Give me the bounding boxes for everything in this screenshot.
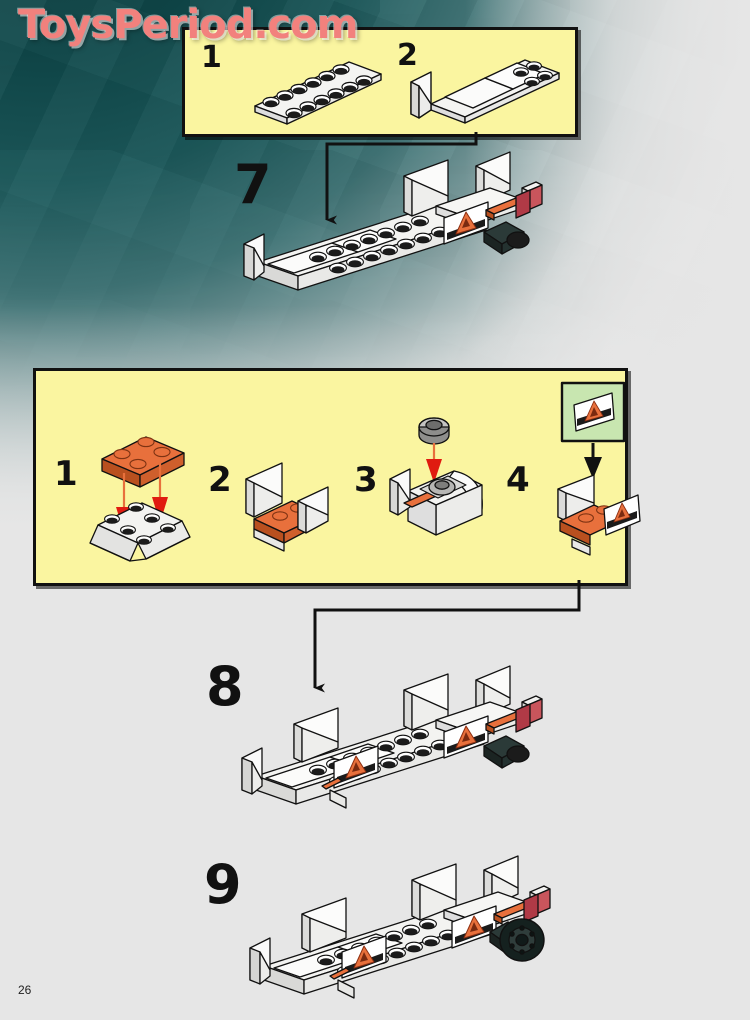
substep2-label-2: 2 bbox=[208, 460, 232, 500]
parts-box-middle: 1 bbox=[33, 368, 641, 586]
part-plate-assembly-white bbox=[410, 59, 560, 124]
connector-box1-to-step7 bbox=[325, 132, 478, 225]
substep2-label-4: 4 bbox=[506, 460, 530, 500]
step-8-assembly bbox=[241, 665, 543, 809]
part-sticker-application bbox=[557, 381, 641, 556]
part-round-element-gray bbox=[389, 417, 483, 536]
parts-box-top: 1 bbox=[182, 27, 578, 137]
part-wall-assembly-white-orange bbox=[245, 462, 329, 552]
connector-box2-to-step8 bbox=[313, 580, 581, 693]
step-number-8: 8 bbox=[206, 655, 244, 718]
part-plate-2x8-white bbox=[254, 61, 382, 125]
step-7-assembly bbox=[243, 151, 543, 291]
step-number-9: 9 bbox=[204, 853, 242, 916]
watermark-toysperiod: ToysPeriod.com bbox=[18, 2, 358, 48]
substep-label-2: 2 bbox=[397, 38, 418, 73]
step-number-7: 7 bbox=[234, 153, 272, 216]
step-9-assembly bbox=[249, 855, 551, 999]
substep2-label-1: 1 bbox=[54, 454, 78, 494]
page-number: 26 bbox=[18, 983, 32, 997]
part-plate-2x2-orange-onto-slope bbox=[89, 436, 191, 562]
substep-label-1: 1 bbox=[201, 40, 222, 75]
substep2-label-3: 3 bbox=[354, 460, 378, 500]
